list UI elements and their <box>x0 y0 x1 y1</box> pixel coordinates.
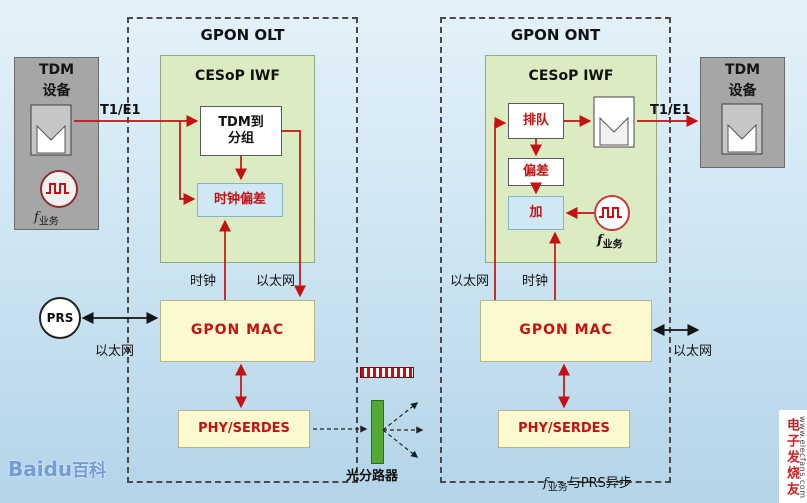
optical-splitter-bar <box>371 400 384 464</box>
t1e1-label-ont: T1/E1 <box>650 103 691 118</box>
olt-cesop-iwf-title: CESoP IWF <box>195 68 280 84</box>
baidu-logo-text: Baidu <box>8 457 73 481</box>
left-tdm-title-line1: TDM <box>38 62 75 78</box>
baidu-baike-text: 百科 <box>72 461 107 481</box>
queue-box: 排队 <box>508 103 564 139</box>
f-symbol: f <box>34 210 39 225</box>
prs-node: PRS <box>39 297 81 339</box>
olt-cesop-iwf-panel <box>160 55 315 263</box>
baidu-watermark: Baidu百科 <box>8 456 106 481</box>
ont-cesop-iwf-title: CESoP IWF <box>528 68 614 84</box>
left-tdm-port-icon <box>30 104 72 156</box>
prs-ethernet-label: 以太网 <box>95 344 135 359</box>
ont-service-clock-icon <box>592 193 632 233</box>
left-service-clock-label: f业务 <box>34 210 59 228</box>
left-tdm-title-line2: 设备 <box>42 83 71 99</box>
gpon-ont-title: GPON ONT <box>510 26 601 44</box>
ont-ethernet-right-label: 以太网 <box>673 344 713 359</box>
right-tdm-port-icon <box>721 103 763 155</box>
tdm-to-packet-line1: TDM到 <box>218 114 264 130</box>
jitter-buffer-icon <box>593 96 635 148</box>
ont-service-clock-label: f业务 <box>597 233 623 251</box>
clock-offset-box: 时钟偏差 <box>197 183 283 217</box>
olt-phy-serdes-box: PHY/SERDES <box>178 410 310 448</box>
elecfans-watermark <box>779 410 807 503</box>
t1e1-label-olt: T1/E1 <box>100 103 141 118</box>
clock-label-ont: 时钟 <box>522 274 549 289</box>
gpon-olt-title: GPON OLT <box>200 26 285 44</box>
gpon-olt-group <box>127 17 358 483</box>
ont-phy-serdes-box: PHY/SERDES <box>498 410 630 448</box>
async-footnote: f业务与PRS异步 <box>543 472 632 494</box>
footnote-text: 与PRS异步 <box>567 476 632 491</box>
right-tdm-title-line2: 设备 <box>728 83 757 99</box>
olt-gpon-mac-box: GPON MAC <box>160 300 315 362</box>
elecfans-url: www.elecfans.com <box>798 416 807 499</box>
tdm-to-packet-box: TDM到 分组 <box>200 106 282 156</box>
offset-box: 偏差 <box>508 158 564 186</box>
optical-signal-icon <box>360 367 414 378</box>
splitter-out-arrow-3 <box>382 429 419 458</box>
right-tdm-title-line1: TDM <box>724 62 761 78</box>
clock-label-olt: 时钟 <box>190 274 217 289</box>
left-service-clock-icon <box>38 168 80 210</box>
adder-box: 加 <box>508 196 564 230</box>
elecfans-site-name: 电子发烧友 <box>784 418 799 498</box>
f-subscript: 业务 <box>547 482 568 494</box>
optical-splitter-label: 光分路器 <box>346 469 399 484</box>
ethernet-label-olt: 以太网 <box>256 274 296 289</box>
tdm-to-packet-line2: 分组 <box>227 131 254 146</box>
f-subscript: 业务 <box>38 216 59 228</box>
f-symbol: f <box>543 476 548 491</box>
ethernet-label-ont: 以太网 <box>450 274 490 289</box>
ont-gpon-mac-box: GPON MAC <box>480 300 652 362</box>
gpon-ont-group <box>440 17 671 483</box>
f-symbol: f <box>597 233 603 248</box>
splitter-out-arrow-1 <box>382 402 419 431</box>
f-subscript: 业务 <box>602 239 623 251</box>
